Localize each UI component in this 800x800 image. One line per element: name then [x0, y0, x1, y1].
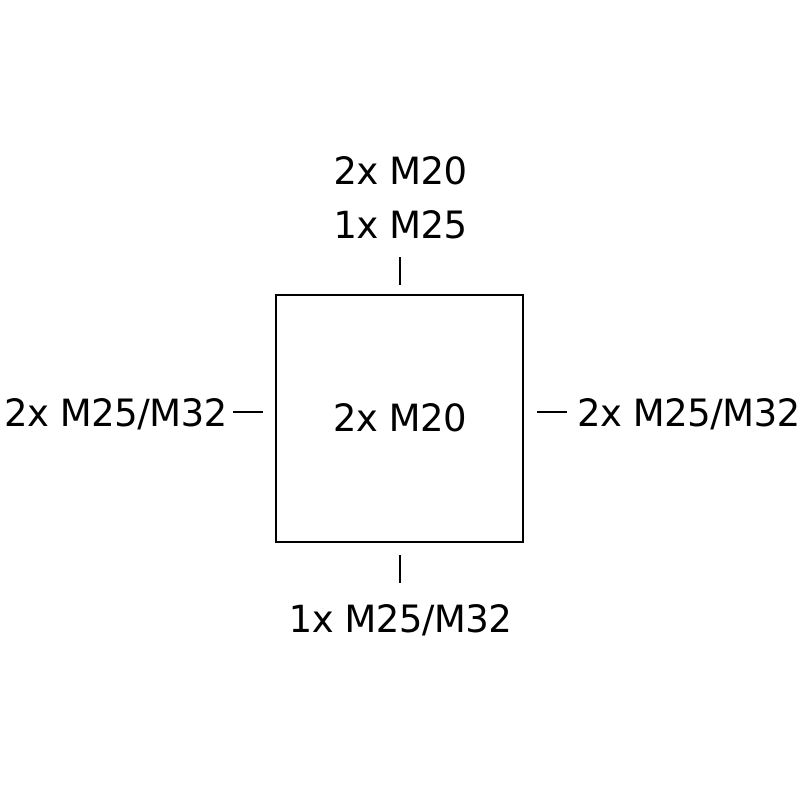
right-tick	[537, 411, 567, 413]
left-label: 2x M25/M32	[4, 392, 227, 435]
junction-box	[275, 294, 524, 543]
bottom-tick	[399, 555, 401, 583]
center-label: 2x M20	[332, 397, 467, 440]
right-label: 2x M25/M32	[577, 392, 800, 435]
top-label-line1: 2x M20	[333, 150, 467, 193]
left-tick	[233, 411, 263, 413]
bottom-label: 1x M25/M32	[288, 598, 512, 641]
top-label-line2: 1x M25	[333, 204, 467, 247]
top-tick	[399, 257, 401, 285]
